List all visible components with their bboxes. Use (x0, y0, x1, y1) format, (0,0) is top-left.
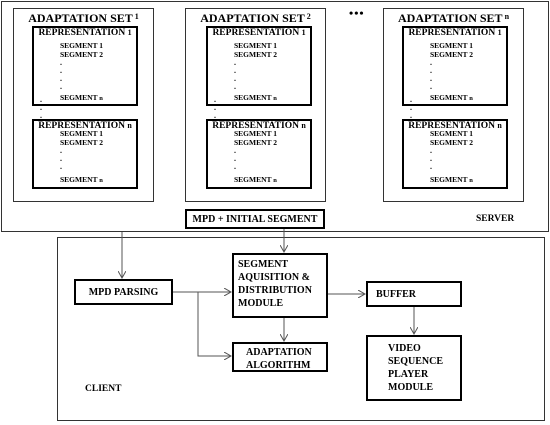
segment-label-last: SEGMENT n (430, 93, 473, 102)
segment-label: SEGMENT 2 (60, 50, 103, 59)
arrow-mpd-parsing-to-adaptation-algorithm (197, 292, 231, 356)
adaptation-set-number: n (504, 12, 510, 21)
segment-label: SEGMENT 1 (430, 129, 473, 138)
ellipsis-dot: . (214, 111, 216, 120)
representation-title: REPRESENTATION n (38, 121, 132, 131)
adaptation-set-number: 1 (134, 12, 139, 21)
ellipsis-dot: . (410, 103, 412, 112)
ellipsis-dot: . (234, 58, 236, 67)
more-sets-ellipsis: ••• (349, 6, 365, 20)
ellipsis-dot: . (430, 58, 432, 67)
ellipsis-dot: . (60, 82, 62, 91)
ellipsis-dot: . (430, 82, 432, 91)
representation-box: REPRESENTATION n SEGMENT 1 SEGMENT 2 . .… (206, 119, 312, 189)
ellipsis-dot: . (214, 103, 216, 112)
client-label: CLIENT (85, 384, 122, 394)
segment-label: SEGMENT 2 (234, 50, 277, 59)
mpd-initial-segment-label: MPD + INITIAL SEGMENT (192, 214, 318, 225)
server-label: SERVER (476, 214, 515, 224)
buffer-label: BUFFER (376, 289, 416, 300)
segment-acquisition-module-box: SEGMENT AQUISITION & DISTRIBUTION MODULE (232, 253, 328, 318)
ellipsis-dot: . (234, 154, 236, 163)
video-player-module-label: VIDEO SEQUENCE PLAYER MODULE (388, 343, 444, 393)
representation-title: REPRESENTATION 1 (38, 28, 132, 38)
segment-label-last: SEGMENT n (60, 175, 103, 184)
representation-title: REPRESENTATION n (212, 121, 306, 131)
segment-label: SEGMENT 2 (234, 138, 277, 147)
mpd-parsing-box: MPD PARSING (74, 279, 173, 305)
ellipsis-dot: . (410, 111, 412, 120)
ellipsis-dot: . (234, 66, 236, 75)
ellipsis-dot: . (60, 66, 62, 75)
segment-label-last: SEGMENT n (430, 175, 473, 184)
representation-box: REPRESENTATION n SEGMENT 1 SEGMENT 2 . .… (32, 119, 138, 189)
ellipsis-dot: . (214, 95, 216, 104)
representation-box: REPRESENTATION 1 SEGMENT 1 SEGMENT 2 . .… (32, 26, 138, 106)
ellipsis-dot: . (430, 66, 432, 75)
ellipsis-dot: . (60, 162, 62, 171)
ellipsis-dot: . (430, 162, 432, 171)
adaptation-set-number: 2 (306, 12, 311, 21)
segment-label-last: SEGMENT n (234, 93, 277, 102)
ellipsis-dot: . (234, 146, 236, 155)
ellipsis-dot: . (234, 74, 236, 83)
mpd-initial-segment-box: MPD + INITIAL SEGMENT (185, 209, 325, 229)
representation-title: REPRESENTATION n (408, 121, 502, 131)
representation-title: REPRESENTATION 1 (408, 28, 502, 38)
adaptation-algorithm-box: ADAPTATION ALGORITHM (232, 342, 328, 372)
ellipsis-dot: . (234, 82, 236, 91)
ellipsis-dot: . (60, 146, 62, 155)
representation-box: REPRESENTATION 1 SEGMENT 1 SEGMENT 2 . .… (206, 26, 312, 106)
segment-label: SEGMENT 1 (60, 129, 103, 138)
ellipsis-dot: . (430, 154, 432, 163)
segment-label: SEGMENT 2 (430, 138, 473, 147)
ellipsis-dot: . (40, 95, 42, 104)
segment-label-last: SEGMENT n (60, 93, 103, 102)
buffer-box: BUFFER (366, 281, 462, 307)
segment-label: SEGMENT 2 (430, 50, 473, 59)
segment-label-last: SEGMENT n (234, 175, 277, 184)
segment-label: SEGMENT 1 (234, 41, 277, 50)
mpd-parsing-label: MPD PARSING (88, 287, 159, 298)
ellipsis-dot: . (40, 111, 42, 120)
ellipsis-dot: . (410, 95, 412, 104)
ellipsis-dot: . (234, 162, 236, 171)
ellipsis-dot: . (40, 103, 42, 112)
ellipsis-dot: . (60, 74, 62, 83)
segment-label: SEGMENT 1 (430, 41, 473, 50)
representation-title: REPRESENTATION 1 (212, 28, 306, 38)
ellipsis-dot: . (60, 58, 62, 67)
video-player-module-box: VIDEO SEQUENCE PLAYER MODULE (366, 335, 462, 401)
ellipsis-dot: . (430, 74, 432, 83)
segment-acquisition-module-label: SEGMENT AQUISITION & DISTRIBUTION MODULE (238, 259, 312, 309)
ellipsis-dot: . (60, 154, 62, 163)
representation-box: REPRESENTATION 1 SEGMENT 1 SEGMENT 2 . .… (402, 26, 508, 106)
ellipsis-dot: . (430, 146, 432, 155)
segment-label: SEGMENT 1 (60, 41, 103, 50)
representation-box: REPRESENTATION n SEGMENT 1 SEGMENT 2 . .… (402, 119, 508, 189)
segment-label: SEGMENT 1 (234, 129, 277, 138)
segment-label: SEGMENT 2 (60, 138, 103, 147)
adaptation-algorithm-label: ADAPTATION ALGORITHM (246, 347, 312, 371)
